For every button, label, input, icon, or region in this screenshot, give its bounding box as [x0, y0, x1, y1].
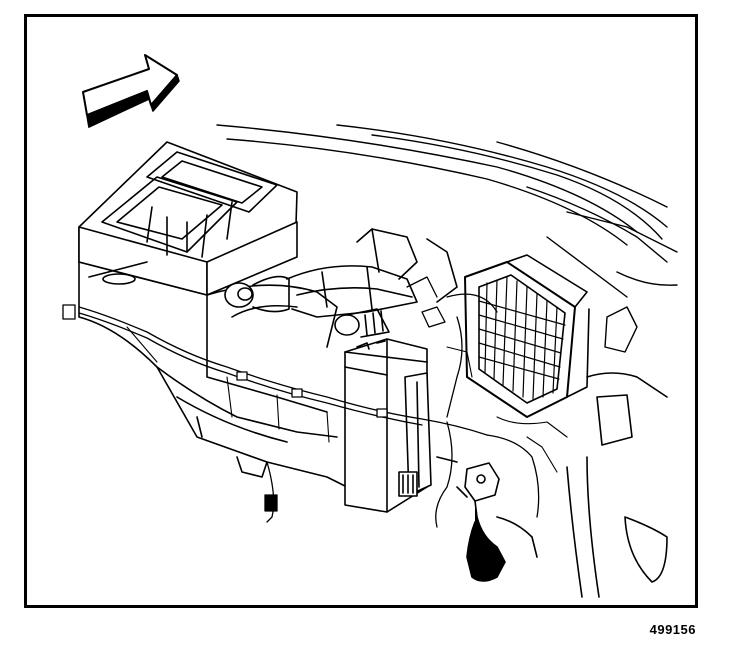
- forward-arrow-icon: [82, 54, 180, 128]
- figure-id-number: 499156: [649, 622, 696, 637]
- hvac-case: [78, 141, 298, 296]
- heater-housing: [78, 261, 358, 493]
- shading-strokes: [126, 326, 568, 473]
- hvac-module-illustration: [62, 54, 678, 598]
- air-duct: [286, 228, 458, 318]
- blower-motor: [224, 275, 390, 338]
- electrical-connector: [436, 456, 538, 582]
- door-trim: [566, 372, 668, 598]
- cabin-filter-grille: [464, 254, 590, 418]
- figure-frame: [24, 14, 698, 608]
- wiring-harness: [62, 276, 540, 528]
- dashboard-outline: [216, 124, 678, 353]
- actuator-module: [344, 338, 432, 513]
